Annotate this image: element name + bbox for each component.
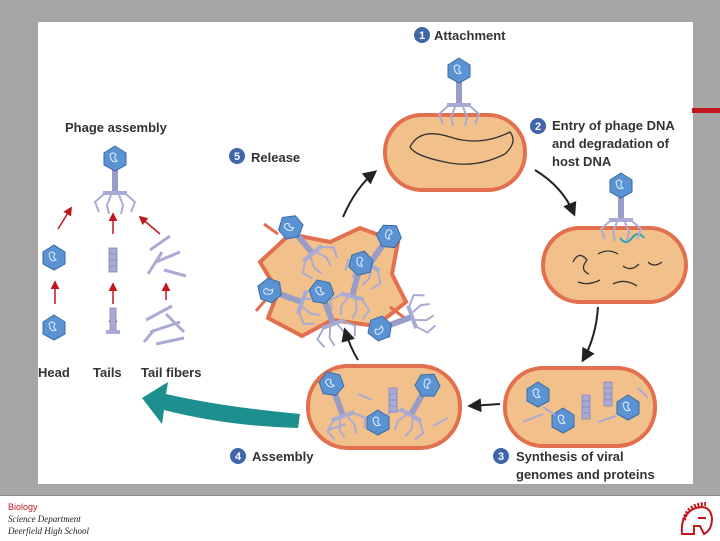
svg-text:1: 1 — [419, 30, 425, 42]
cycle-arrow-3-to-4 — [467, 398, 501, 413]
head-up-arrow — [57, 206, 72, 230]
svg-text:genomes and proteins: genomes and proteins — [516, 467, 655, 482]
step-1-label: 1 Attachment — [414, 27, 506, 43]
step-2-label: 2 Entry of phage DNA and degradation of … — [530, 118, 675, 169]
svg-text:4: 4 — [235, 451, 242, 463]
assembly-cell — [308, 364, 462, 450]
lytic-cycle-diagram: 1 Attachment 2 Entry of phage DNA and de… — [38, 27, 688, 482]
svg-text:Attachment: Attachment — [434, 28, 506, 43]
footer: Biology Science Department Deerfield Hig… — [0, 495, 720, 541]
svg-text:Assembly: Assembly — [252, 449, 314, 464]
svg-text:2: 2 — [535, 121, 541, 133]
lytic-cycle-figure: 1 Attachment 2 Entry of phage DNA and de… — [38, 22, 693, 484]
phage-assembly-title: Phage assembly — [65, 120, 168, 135]
hexagon-head-icon — [42, 244, 66, 271]
svg-text:3: 3 — [498, 451, 504, 463]
footer-subject: Biology — [8, 502, 38, 512]
step-3-label: 3 Synthesis of viral genomes and protein… — [493, 448, 655, 482]
cycle-arrow-1-to-2 — [534, 169, 577, 217]
attachment-cell — [383, 113, 527, 192]
tails-label: Tails — [93, 365, 122, 380]
tail-fiber-icon — [142, 234, 187, 346]
tail-icon — [108, 247, 118, 273]
assembly-arrow — [142, 382, 300, 428]
baseplate-icon — [106, 330, 120, 334]
svg-text:Release: Release — [251, 150, 300, 165]
tail-fibers-label: Tail fibers — [141, 365, 201, 380]
cycle-arrow-5-to-1 — [342, 170, 378, 218]
head-label: Head — [38, 365, 70, 380]
synthesis-cell — [503, 366, 657, 448]
cycle-arrow-2-to-3 — [581, 306, 599, 363]
red-accent-bar — [692, 108, 720, 113]
svg-text:Entry of phage DNA: Entry of phage DNA — [552, 118, 675, 133]
hexagon-head-icon — [42, 314, 66, 341]
step-4-label: 4 Assembly — [230, 448, 314, 464]
tail-core-icon — [109, 307, 117, 331]
assembled-phage-icon — [95, 146, 135, 214]
spartan-helmet-logo-icon — [680, 502, 714, 536]
footer-school: Deerfield High School — [8, 526, 89, 536]
svg-text:Synthesis of viral: Synthesis of viral — [516, 449, 624, 464]
footer-department: Science Department — [8, 514, 81, 524]
svg-text:host DNA: host DNA — [552, 154, 612, 169]
step-5-label: 5 Release — [229, 148, 300, 165]
lysed-cell — [254, 222, 409, 339]
svg-text:and degradation of: and degradation of — [552, 136, 670, 151]
cycle-arrow-4-to-5 — [341, 327, 359, 361]
fiber-up-arrow — [138, 215, 161, 235]
svg-text:5: 5 — [234, 151, 240, 163]
